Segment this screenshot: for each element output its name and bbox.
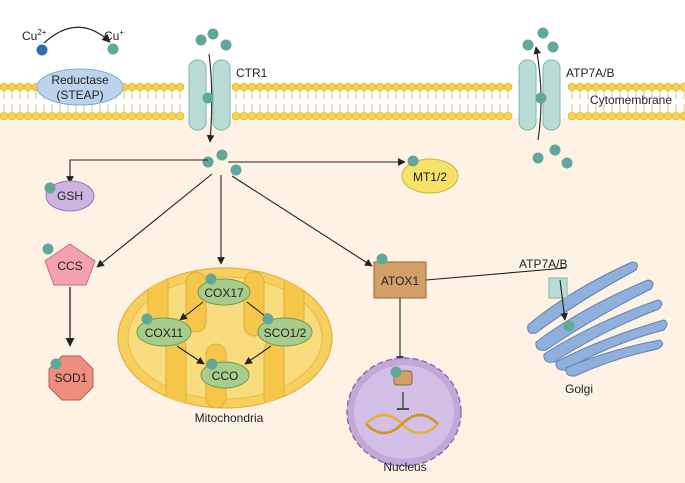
gsh-node: GSH [44, 180, 95, 212]
atp7ab-golgi-transporter [548, 277, 568, 299]
cox11-node: COX11 [136, 313, 192, 347]
ctr1-label: CTR1 [236, 66, 268, 80]
sod1-label: SOD1 [55, 371, 88, 385]
distribution-arrows [66, 158, 406, 268]
reductase-steap: Reductase (STEAP) [36, 68, 124, 106]
gsh-label: GSH [57, 189, 83, 203]
atp7ab-membrane-label: ATP7A/B [566, 66, 614, 80]
cox11-label: COX11 [145, 326, 184, 340]
mt12-label: MT1/2 [413, 170, 447, 184]
nucleus-label: Nucleus [383, 460, 426, 474]
atox1-to-atp7ab-line [425, 267, 567, 281]
golgi-copper-ion [563, 320, 575, 332]
sco12-label: SCO1/2 [264, 326, 307, 340]
sod1-node: SOD1 [48, 355, 94, 401]
mitochondria-label: Mitochondria [195, 411, 264, 425]
atox1-label: ATOX1 [381, 274, 420, 288]
cox17-node: COX17 [197, 273, 251, 306]
atox1-node: ATOX1 [373, 253, 427, 299]
reductase-label-1: Reductase [51, 73, 109, 87]
mt12-node: MT1/2 [401, 155, 459, 194]
reductase-label-2: (STEAP) [56, 88, 103, 102]
copper-ions [195, 27, 573, 176]
nucleus: Nucleus [346, 357, 462, 474]
cu1-label: Cu+ [104, 28, 124, 43]
ccs-node: CCS [42, 243, 96, 286]
atp7ab-golgi-arrow [559, 279, 568, 321]
ctr1-transporter [188, 59, 231, 131]
cox17-label: COX17 [204, 286, 244, 300]
atp7ab-golgi-label: ATP7A/B [519, 257, 567, 271]
ccs-label: CCS [57, 259, 82, 273]
cu2-ion: Cu2+ [22, 28, 48, 56]
cco-node: CCO [200, 358, 250, 389]
cell-membrane [0, 82, 685, 121]
cu1-ion: Cu+ [104, 28, 124, 55]
reduction-arrow [43, 26, 111, 44]
golgi-label: Golgi [565, 382, 593, 396]
cco-label: CCO [212, 369, 239, 383]
cytomembrane-label: Cytomembrane [590, 93, 672, 107]
golgi-apparatus [527, 261, 668, 377]
cu2-label: Cu2+ [22, 28, 47, 43]
atp7ab-membrane-transporter [518, 59, 561, 131]
sco12-node: SCO1/2 [257, 313, 313, 347]
